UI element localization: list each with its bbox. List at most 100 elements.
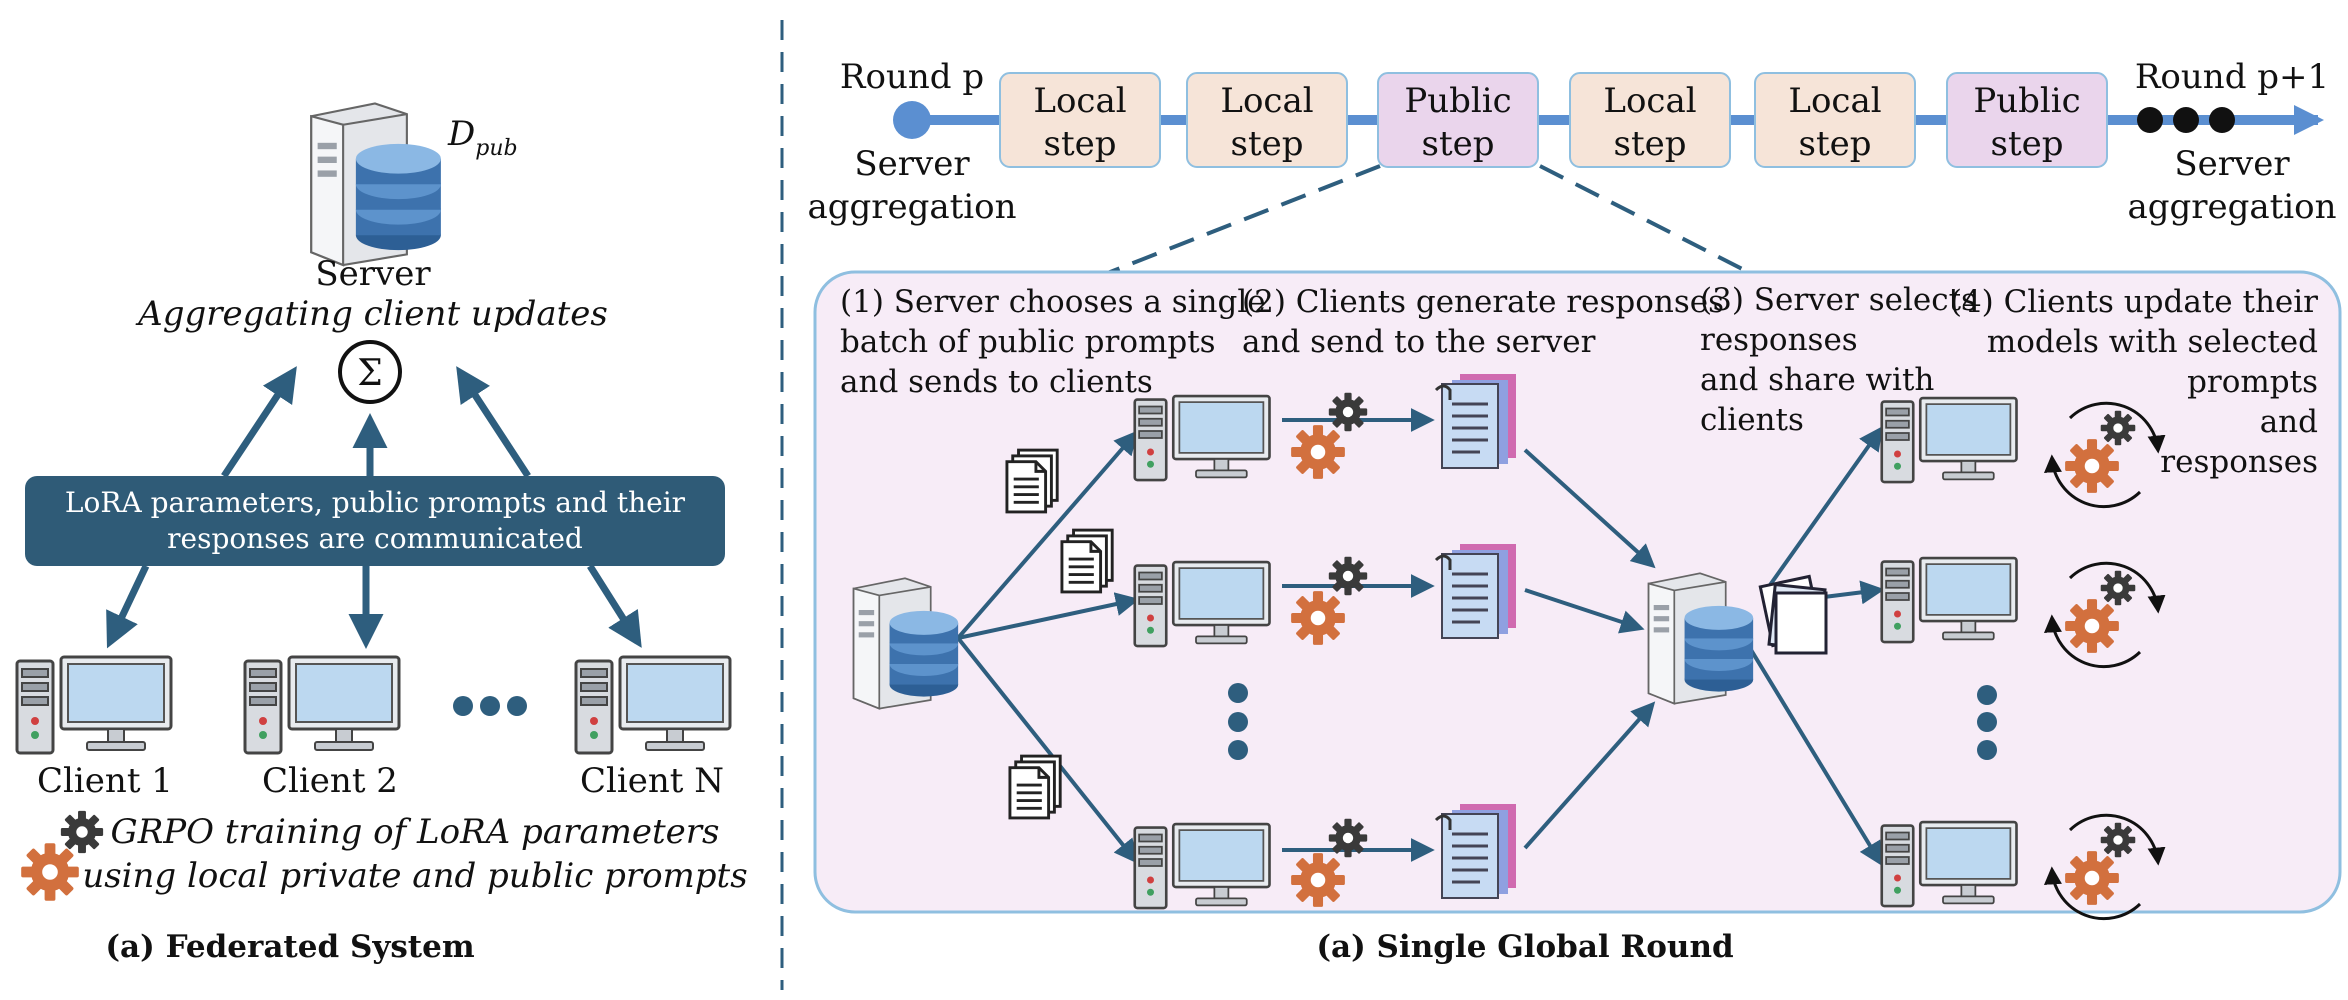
ellipsis-dot [1228, 740, 1248, 760]
responses-binder-icon [1434, 372, 1518, 470]
flow-arrow [956, 430, 1139, 640]
zoom-line-left [1094, 164, 1381, 280]
banner-line-2: responses are communicated [167, 522, 583, 555]
step-label: Local [1788, 81, 1881, 121]
svg-text:prompts: prompts [2187, 364, 2318, 400]
end-sub-line-1: Server [2174, 144, 2290, 184]
phase-1-text: (1) Server chooses a single batch of pub… [840, 284, 1266, 400]
svg-text:(2) Clients generate responses: (2) Clients generate responses [1242, 284, 1724, 320]
round-start-marker [893, 101, 931, 139]
start-sub-line-1: Server [854, 144, 970, 184]
step-label: Local [1033, 81, 1126, 121]
left-panel: Dpub Server Aggregating client updates Σ… [15, 102, 748, 965]
ellipsis-dot [1977, 685, 1997, 705]
responses-binder-icon [1434, 802, 1518, 900]
central-server-icon [310, 102, 442, 267]
svg-text:(3) Server selects: (3) Server selects [1700, 282, 1977, 318]
documents-icon [1060, 528, 1114, 594]
flow-arrow [957, 592, 1140, 640]
client-1-computer-icon [15, 655, 173, 755]
documents-icon [1005, 448, 1059, 514]
gear-icon [1328, 392, 1368, 432]
svg-text:and: and [2260, 404, 2318, 440]
svg-text:responses: responses [1700, 322, 1858, 358]
phase-4-text: (4) Clients update their models with sel… [1950, 284, 2318, 480]
documents-icon [1008, 754, 1062, 820]
uplink-arrow-1 [221, 366, 297, 478]
gear-icon [1291, 591, 1345, 645]
step-boxes: LocalstepLocalstepPublicstepLocalstepLoc… [999, 72, 2108, 168]
phase-3-text: (3) Server selects responses and share w… [1700, 282, 1977, 438]
svg-text:responses: responses [2160, 444, 2318, 480]
round-end-label: Round p+1 [2135, 57, 2329, 97]
client-2-computer-icon [243, 655, 401, 755]
client-label: Client 1 [37, 761, 173, 801]
phase-2-text: (2) Clients generate responses and send … [1242, 284, 1724, 360]
downlink-arrow-3 [587, 564, 642, 648]
step-label: Public [1404, 81, 1511, 121]
public-dataset-label: Dpub [447, 114, 518, 161]
zoom-line-right [1539, 164, 1761, 280]
selected-responses-icon [1758, 574, 1828, 655]
flow-arrow [956, 636, 1138, 864]
ellipsis-dot [2209, 107, 2235, 133]
ellipsis-dot [2173, 107, 2199, 133]
step-label: step [1991, 124, 2064, 164]
server-caption: Aggregating client updates [135, 294, 608, 334]
svg-text:and send to the server: and send to the server [1242, 324, 1596, 360]
client-n-computer-icon [574, 655, 732, 755]
uplink-arrow-3 [456, 366, 531, 478]
svg-text:batch of public prompts: batch of public prompts [840, 324, 1216, 360]
downlink-arrow-1 [106, 564, 150, 649]
flow-arrow [1524, 588, 1645, 634]
flow-arrow [1523, 701, 1656, 850]
end-sub-line-2: aggregation [2127, 187, 2336, 227]
left-caption: (a) Federated System [105, 929, 474, 965]
server-label: Server [315, 254, 431, 294]
svg-text:clients: clients [1700, 402, 1804, 438]
gear-icon [1328, 556, 1368, 596]
client-label: Client 2 [262, 761, 398, 801]
step-label: step [1044, 124, 1117, 164]
svg-text:models with selected: models with selected [1987, 324, 2318, 360]
ellipsis-dot [1977, 712, 1997, 732]
flow-arrow [1523, 448, 1656, 569]
ellipsis-dot [453, 696, 473, 716]
start-sub-line-2: aggregation [807, 187, 1016, 227]
local-step-box [1754, 72, 1916, 168]
local-step-box [999, 72, 1161, 168]
svg-text:and sends to clients: and sends to clients [840, 364, 1153, 400]
local-step-box [1186, 72, 1348, 168]
step-label: step [1799, 124, 1872, 164]
ellipsis-dot [1228, 712, 1248, 732]
client-label: Client N [580, 761, 724, 801]
gear-icon [21, 843, 79, 901]
step-label: step [1614, 124, 1687, 164]
communication-banner [25, 476, 725, 566]
svg-text:and share with: and share with [1700, 362, 1934, 398]
step-label: Local [1220, 81, 1313, 121]
ellipsis-dot [1977, 740, 1997, 760]
ellipsis-dot [1228, 683, 1248, 703]
right-caption: (a) Single Global Round [1316, 929, 1733, 965]
gear-icon [1328, 818, 1368, 858]
step-label: step [1422, 124, 1495, 164]
sum-symbol: Σ [357, 353, 382, 394]
responses-binder-icon [1434, 542, 1518, 640]
flow-arrow [1743, 638, 1883, 867]
ellipsis-dot [480, 696, 500, 716]
round-start-label: Round p [840, 57, 984, 97]
svg-text:(1) Server chooses a single: (1) Server chooses a single [840, 284, 1266, 320]
sum-circle [338, 340, 402, 404]
banner-line-1: LoRA parameters, public prompts and thei… [65, 486, 686, 519]
legend-line-1: GRPO training of LoRA parameters [111, 812, 720, 852]
svg-text:(4) Clients update their: (4) Clients update their [1950, 284, 2318, 320]
ellipsis-dot [507, 696, 527, 716]
step-label: Public [1973, 81, 2080, 121]
flow-arrow [1768, 426, 1883, 587]
gear-icon [60, 810, 104, 854]
public-step-box [1377, 72, 1539, 168]
gear-icon [1291, 853, 1345, 907]
legend-line-2: using local private and public prompts [82, 856, 747, 896]
